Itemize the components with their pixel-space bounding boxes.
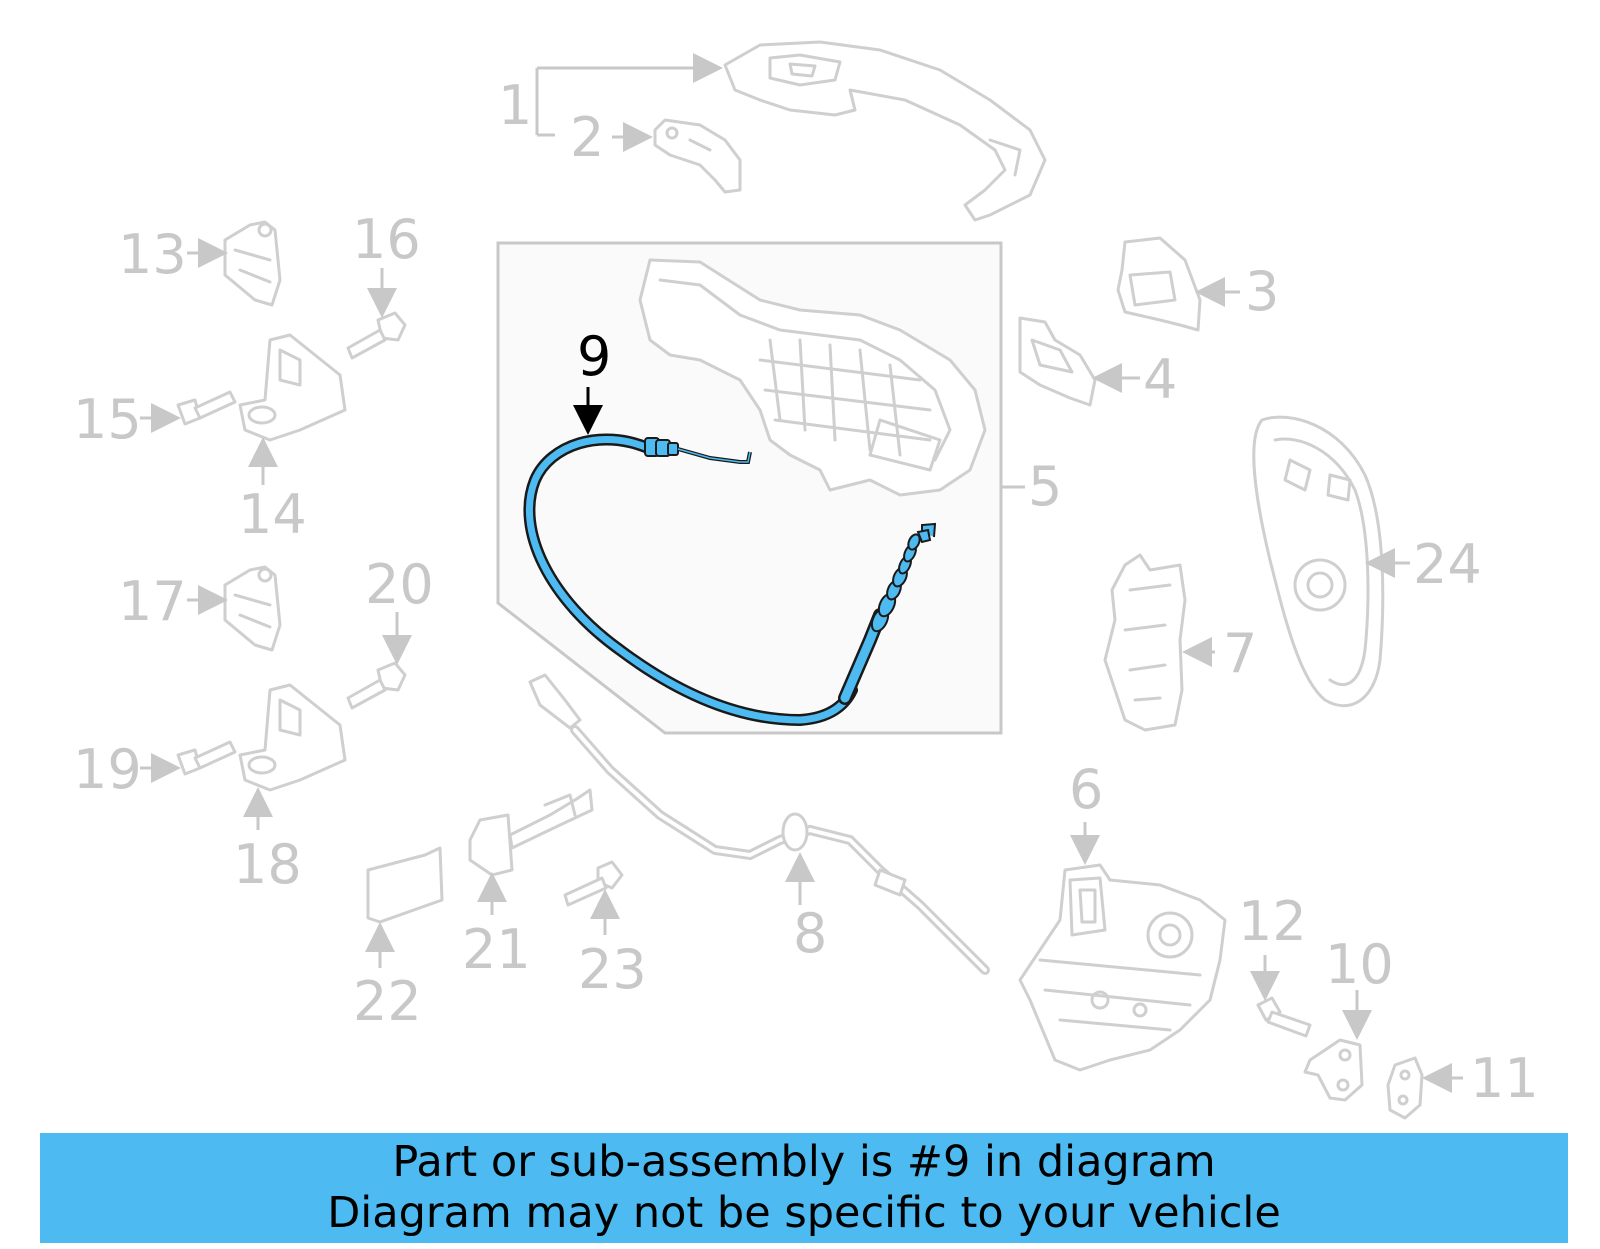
label-part-17: 17	[118, 570, 187, 633]
part-3-cap	[1116, 236, 1202, 332]
label-part-3: 3	[1245, 260, 1279, 323]
part-21-check-strap	[468, 788, 594, 877]
banner-line-part: Part or sub-assembly is #9 in diagram	[392, 1137, 1216, 1187]
part-13-clip	[223, 220, 282, 307]
label-part-7: 7	[1223, 622, 1257, 685]
label-part-5: 5	[1028, 455, 1062, 518]
label-part-22: 22	[353, 970, 422, 1033]
part-17-clip	[223, 565, 282, 652]
part-12-bolt	[1256, 996, 1312, 1038]
part-11-gasket	[1386, 1056, 1424, 1120]
label-part-24: 24	[1413, 533, 1482, 596]
label-part-13: 13	[118, 223, 187, 286]
part-5-assembly-box	[496, 241, 1003, 735]
label-part-15: 15	[73, 388, 142, 451]
part-7-bracket	[1103, 553, 1187, 732]
part-9-release-cable	[523, 433, 937, 727]
part-14-hinge	[238, 333, 347, 442]
banner-line-disclaimer: Diagram may not be specific to your vehi…	[327, 1188, 1281, 1238]
part-8-cable	[528, 673, 990, 975]
leader-lines	[140, 53, 1463, 1093]
label-part-16: 16	[352, 208, 421, 271]
part-6-latch	[1018, 863, 1227, 1072]
part-23-bolt	[563, 860, 624, 907]
label-part-1: 1	[498, 74, 532, 137]
part-22-pad	[366, 846, 444, 924]
label-part-21: 21	[462, 918, 531, 981]
part-15-bolt	[176, 390, 237, 426]
label-part-19: 19	[73, 738, 142, 801]
part-10-plate	[1303, 1038, 1364, 1102]
label-part-2: 2	[570, 106, 604, 169]
label-part-9: 9	[577, 325, 611, 388]
part-19-bolt	[176, 740, 237, 776]
label-part-12: 12	[1238, 890, 1307, 953]
info-banner: Part or sub-assembly is #9 in diagram Di…	[40, 1133, 1568, 1243]
label-part-11: 11	[1470, 1047, 1539, 1110]
part-1-outer-handle	[723, 40, 1047, 222]
part-2-handle-insert	[653, 118, 742, 194]
label-part-8: 8	[793, 902, 827, 965]
part-16-bolt	[346, 311, 407, 360]
label-part-18: 18	[233, 833, 302, 896]
part-4-seal	[1018, 316, 1097, 407]
part-24-cover	[1252, 415, 1385, 708]
label-part-23: 23	[578, 938, 647, 1001]
label-part-14: 14	[238, 483, 307, 546]
label-part-6: 6	[1069, 758, 1103, 821]
part-18-hinge	[238, 683, 347, 792]
part-number-labels: 1 2 3 4 5 6 7 8 9 10 11 12 13 14 15 16 1…	[73, 74, 1539, 1110]
part-20-bolt	[346, 661, 407, 710]
label-part-20: 20	[365, 553, 434, 616]
label-part-10: 10	[1325, 933, 1394, 996]
label-part-4: 4	[1143, 348, 1177, 411]
